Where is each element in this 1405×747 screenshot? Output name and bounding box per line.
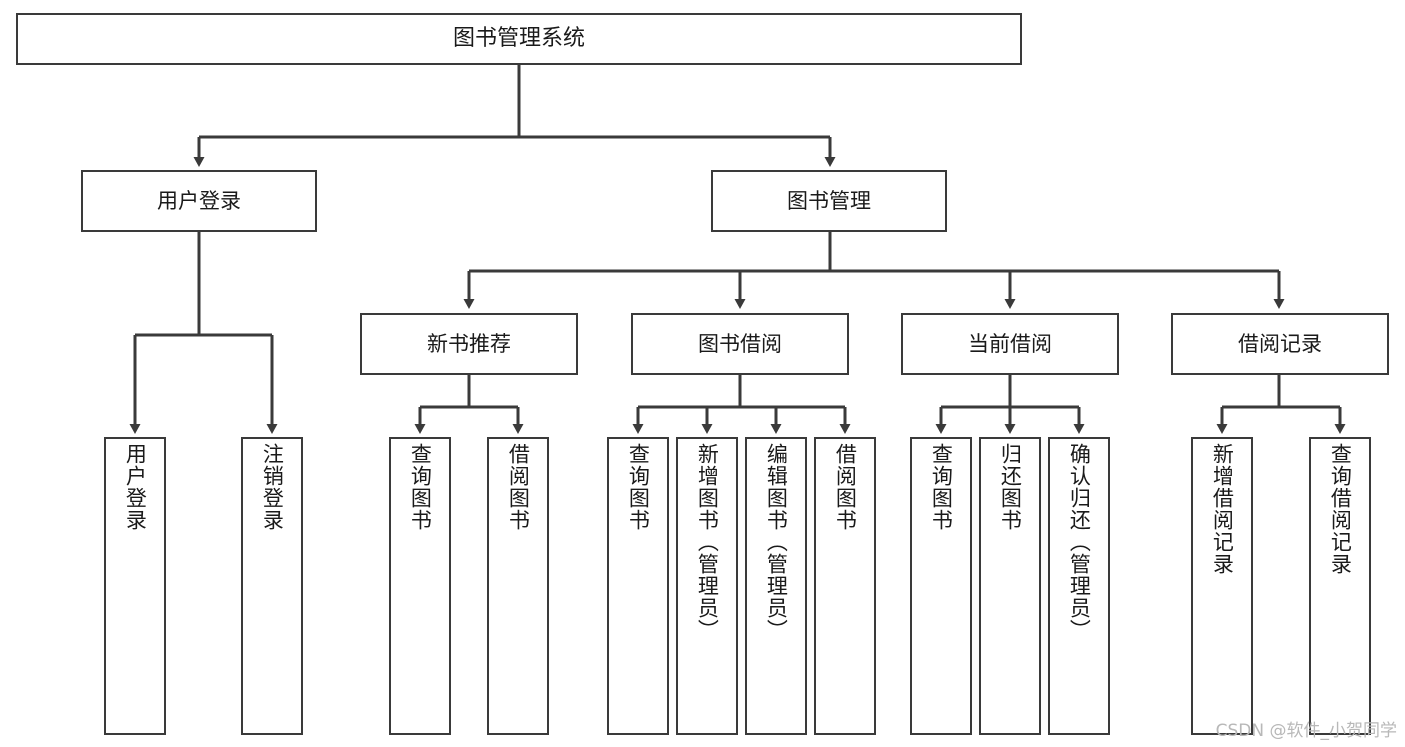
watermark-text: CSDN @软件_小贺同学 [1215, 721, 1397, 741]
leaf-borrow-query-book[interactable]: 查询图书 [607, 437, 669, 735]
leaf-record-query-record[interactable]: 查询借阅记录 [1309, 437, 1371, 735]
node-label: 新增图书（管理员） [695, 443, 720, 641]
node-borrow-record[interactable]: 借阅记录 [1171, 313, 1389, 375]
leaf-current-confirm-return[interactable]: 确认归还（管理员） [1048, 437, 1110, 735]
node-label: 当前借阅 [968, 331, 1052, 356]
node-label: 查询图书 [929, 443, 954, 531]
leaf-current-return-book[interactable]: 归还图书 [979, 437, 1041, 735]
node-new-book-recommend[interactable]: 新书推荐 [360, 313, 578, 375]
node-label: 图书管理 [787, 188, 871, 213]
node-label: 查询图书 [626, 443, 651, 531]
node-current-borrow[interactable]: 当前借阅 [901, 313, 1119, 375]
node-book-borrow[interactable]: 图书借阅 [631, 313, 849, 375]
leaf-borrow-add-book[interactable]: 新增图书（管理员） [676, 437, 738, 735]
node-label: 注销登录 [260, 443, 285, 531]
leaf-record-add-record[interactable]: 新增借阅记录 [1191, 437, 1253, 735]
node-label: 编辑图书（管理员） [764, 443, 789, 641]
leaf-recommend-borrow-book[interactable]: 借阅图书 [487, 437, 549, 735]
node-label: 新增借阅记录 [1210, 443, 1235, 575]
node-label: 用户登录 [157, 188, 241, 213]
leaf-borrow-edit-book[interactable]: 编辑图书（管理员） [745, 437, 807, 735]
node-label: 新书推荐 [427, 331, 511, 356]
node-label: 借阅记录 [1238, 331, 1322, 356]
node-label: 归还图书 [998, 443, 1023, 531]
node-user-login[interactable]: 用户登录 [81, 170, 317, 232]
leaf-user-login-signout[interactable]: 注销登录 [241, 437, 303, 735]
node-label: 查询借阅记录 [1328, 443, 1353, 575]
node-book-management[interactable]: 图书管理 [711, 170, 947, 232]
node-label: 借阅图书 [833, 443, 858, 531]
node-root-system[interactable]: 图书管理系统 [16, 13, 1022, 65]
node-label: 查询图书 [408, 443, 433, 531]
node-label: 确认归还（管理员） [1067, 443, 1092, 641]
node-label: 图书管理系统 [452, 26, 585, 52]
node-label: 图书借阅 [698, 331, 782, 356]
leaf-user-login-signin[interactable]: 用户登录 [104, 437, 166, 735]
node-label: 用户登录 [123, 443, 148, 531]
leaf-current-query-book[interactable]: 查询图书 [910, 437, 972, 735]
node-label: 借阅图书 [506, 443, 531, 531]
leaf-recommend-query-book[interactable]: 查询图书 [389, 437, 451, 735]
leaf-borrow-borrow-book[interactable]: 借阅图书 [814, 437, 876, 735]
